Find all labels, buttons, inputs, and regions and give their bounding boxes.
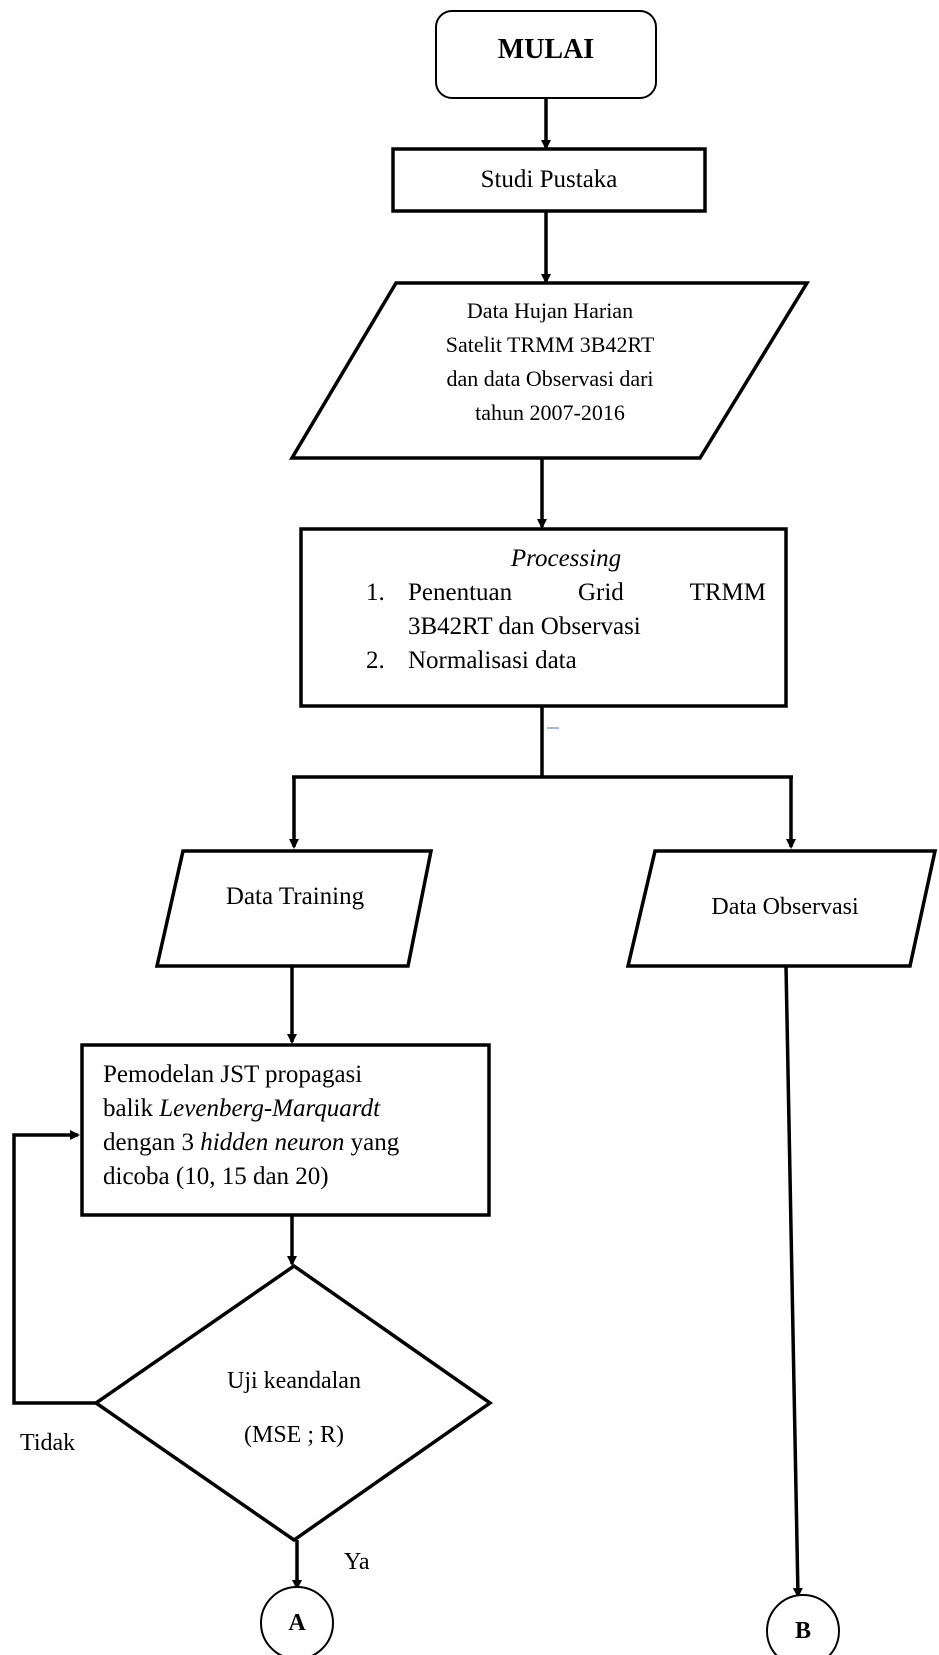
studi-label: Studi Pustaka — [480, 166, 618, 193]
observasi-parallelogram — [625, 849, 938, 968]
processing-step-2-text: Normalisasi data — [408, 647, 577, 674]
processing-step-1-word-2: Grid — [577, 579, 624, 606]
processing-step-1-word-3: TRMM — [689, 579, 766, 606]
processing-step-1-line-1: Penentuan Grid TRMM — [408, 576, 766, 610]
input-data-line-1: Data Hujan Harian — [466, 298, 634, 323]
processing-step-1: 1. Penentuan Grid TRMM 3B42RT dan Observ… — [366, 576, 766, 644]
input-data-line-3: dan data Observasi dari — [446, 366, 654, 391]
training-parallelogram — [154, 849, 434, 968]
edge-observasi-to-b — [784, 965, 803, 1598]
connector-b-label: B — [794, 1618, 811, 1644]
connector-b-circle — [766, 1594, 840, 1655]
processing-step-1-line-2: 3B42RT dan Observasi — [408, 613, 641, 640]
model-line-3: dengan 3 hidden neuron yang — [103, 1126, 483, 1160]
processing-title: Processing — [510, 545, 622, 572]
connector-a-label: A — [288, 1610, 306, 1636]
processing-step-1-number: 1. — [366, 579, 385, 606]
model-line-3-italic: hidden neuron — [200, 1129, 345, 1156]
input-data-parallelogram — [288, 281, 811, 460]
model-line-3-text-c: yang — [344, 1129, 400, 1156]
edge-label-no: Tidak — [20, 1430, 76, 1456]
connector-a-circle — [260, 1586, 334, 1655]
model-line-3-text-a: dengan 3 — [103, 1129, 201, 1156]
input-data-label: Data Hujan Harian Satelit TRMM 3B42RT da… — [380, 294, 720, 430]
decision-line-2: (MSE ; R) — [243, 1422, 344, 1448]
studi-process — [391, 147, 707, 213]
training-label: Data Training — [225, 883, 365, 910]
start-label: MULAI — [497, 34, 595, 65]
input-data-line-4: tahun 2007-2016 — [475, 400, 625, 425]
processing-step-2-number: 2. — [366, 647, 385, 674]
observasi-label: Data Observasi — [711, 894, 859, 920]
model-line-4: dicoba (10, 15 dan 20) — [103, 1163, 329, 1190]
processing-steps: 1. Penentuan Grid TRMM 3B42RT dan Observ… — [366, 576, 766, 678]
model-process — [80, 1043, 491, 1217]
edge-label-yes: Ya — [344, 1549, 370, 1575]
processing-step-1-word-1: Penentuan — [408, 579, 513, 606]
processing-label: Processing 1. Penentuan Grid TRMM 3B42RT… — [366, 542, 766, 678]
input-data-line-2: Satelit TRMM 3B42RT — [445, 332, 655, 357]
model-line-2: balik Levenberg-Marquardt — [103, 1092, 483, 1126]
processing-step-2: 2. Normalisasi data — [366, 644, 766, 678]
decision-diamond — [92, 1263, 494, 1543]
decision-line-1: Uji keandalan — [227, 1368, 361, 1394]
edge-loop-back — [12, 1130, 96, 1405]
processing-process — [299, 527, 788, 708]
model-label: Pemodelan JST propagasi balik Levenberg-… — [103, 1058, 483, 1194]
model-line-2-text: balik — [103, 1095, 160, 1122]
model-line-2-italic: Levenberg-Marquardt — [159, 1095, 381, 1122]
model-line-1: Pemodelan JST propagasi — [103, 1061, 363, 1088]
